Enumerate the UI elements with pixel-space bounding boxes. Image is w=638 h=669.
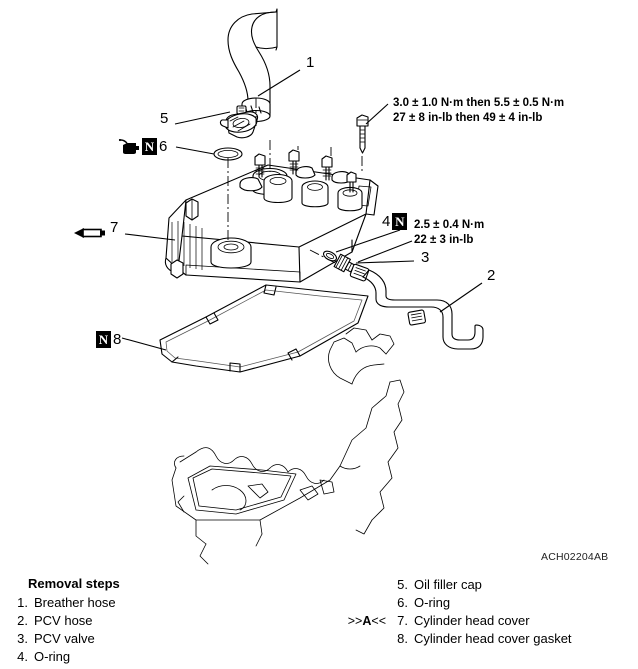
legend-item-number: 3.: [17, 631, 28, 646]
legend-item-label: O-ring: [34, 649, 71, 664]
part-cylinder-head-cover: [164, 164, 379, 283]
torque-note-head-bolts-line1: 3.0 ± 1.0 N·m then 5.5 ± 0.5 N·m: [393, 97, 565, 109]
legend-item-number: 6.: [397, 595, 408, 610]
marker-sealant-arrow: [74, 226, 108, 240]
legend-item-number: 5.: [397, 577, 408, 592]
callout-2: 2: [487, 267, 496, 284]
marker-n8: N 8: [96, 331, 121, 348]
drawing-code: ACH02204AB: [541, 551, 609, 563]
list-item: 5. Oil filler cap: [330, 576, 630, 594]
callout-1: 1: [306, 54, 315, 71]
part-spark-plug-tubes: [239, 166, 363, 212]
legend-item-label: Breather hose: [34, 595, 116, 610]
n-symbol-6: N: [142, 138, 157, 155]
leader-lines: [121, 69, 483, 351]
legend-title: Removal steps: [28, 576, 120, 591]
torque-note-head-bolts: 3.0 ± 1.0 N·m then 5.5 ± 0.5 N·m 27 ± 8 …: [393, 96, 564, 125]
legend-column-right: 5. Oil filler cap 6. O-ring >>A<< 7. Cyl…: [330, 576, 630, 648]
torque-note-pcv-valve-line2: 22 ± 3 in-lb: [414, 233, 474, 246]
part-pcv-hose: [362, 269, 484, 350]
legend-column-left: 1. Breather hose 2. PCV hose 3. PCV valv…: [12, 594, 312, 666]
list-item: 2. PCV hose: [12, 612, 312, 630]
list-item: >>A<< 7. Cylinder head cover: [330, 612, 630, 630]
legend-item-number: 4.: [17, 649, 28, 664]
callout-3: 3: [421, 249, 430, 266]
list-item: 4. O-ring: [12, 648, 312, 666]
n-symbol-4: N: [392, 213, 408, 230]
marker-n4-number: 4: [382, 213, 391, 230]
legend-item-label: Cylinder head cover: [414, 613, 530, 628]
marker-n8-number: 8: [113, 331, 122, 348]
part-oil-filler-cap: [219, 111, 259, 139]
list-item: 3. PCV valve: [12, 630, 312, 648]
part-hose-clamps-pcv: [349, 263, 426, 326]
oil-can-icon: [118, 138, 139, 154]
callout-7: 7: [110, 219, 119, 236]
legend: Removal steps 1. Breather hose 2. PCV ho…: [0, 572, 638, 669]
marker-n4: 4 N: [382, 213, 408, 230]
legend-item-label: PCV valve: [34, 631, 95, 646]
marker-n6-number: 6: [159, 138, 168, 155]
legend-item-label: O-ring: [414, 595, 451, 610]
part-cylinder-head-assembly: [171, 327, 405, 565]
legend-item-prefix: >>A<<: [347, 614, 386, 628]
sealant-arrow-icon: [74, 228, 105, 238]
legend-item-number: 8.: [397, 631, 408, 646]
part-head-cover-gasket: [159, 284, 369, 373]
list-item: 8. Cylinder head cover gasket: [330, 630, 630, 648]
legend-item-label: Oil filler cap: [414, 577, 482, 592]
marker-n6: N 6: [118, 138, 167, 155]
legend-item-number: 1.: [17, 595, 28, 610]
torque-note-head-bolts-line2: 27 ± 8 in-lb then 49 ± 4 in-lb: [393, 111, 543, 124]
part-cover-bolts: [254, 149, 357, 193]
legend-item-label: PCV hose: [34, 613, 93, 628]
legend-item-label: Cylinder head cover gasket: [414, 631, 572, 646]
legend-item-number: 7.: [397, 613, 408, 628]
n-symbol-8: N: [96, 331, 111, 348]
part-head-cover-bolt-detached: [356, 114, 369, 154]
callout-5: 5: [160, 110, 169, 127]
torque-note-pcv-valve-line1: 2.5 ± 0.4 N·m: [414, 219, 485, 231]
list-item: 6. O-ring: [330, 594, 630, 612]
legend-item-number: 2.: [17, 613, 28, 628]
list-item: 1. Breather hose: [12, 594, 312, 612]
torque-note-pcv-valve: 2.5 ± 0.4 N·m 22 ± 3 in-lb: [414, 218, 484, 247]
